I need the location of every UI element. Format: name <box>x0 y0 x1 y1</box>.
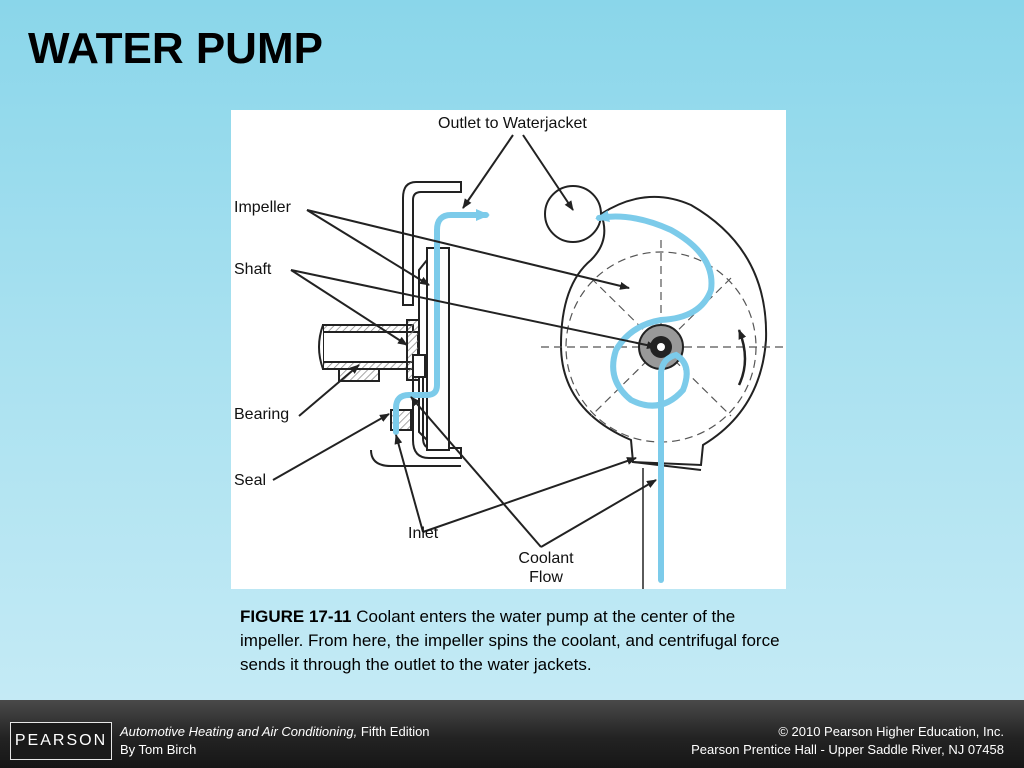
shaft-assembly <box>318 319 426 431</box>
publisher-text: Pearson Prentice Hall - Upper Saddle Riv… <box>691 742 1004 757</box>
bearing-label: Bearing <box>234 406 290 423</box>
coolant-flow-label-line1: Coolant <box>518 550 574 567</box>
seal-label: Seal <box>234 472 267 489</box>
caption-text: Coolant enters the water pump at the cen… <box>240 607 780 674</box>
inlet-label: Inlet <box>408 525 439 542</box>
copyright-text: © 2010 Pearson Higher Education, Inc. <box>778 724 1004 739</box>
shaft-label: Shaft <box>234 261 272 278</box>
footer-bar: PEARSON Automotive Heating and Air Condi… <box>0 700 1024 768</box>
slide-title: WATER PUMP <box>28 24 323 73</box>
footer-book-info: Automotive Heating and Air Conditioning,… <box>120 723 430 759</box>
pearson-logo: PEARSON <box>10 722 112 760</box>
callout-pointers <box>272 134 657 548</box>
footer-title-line: Automotive Heating and Air Conditioning,… <box>120 723 430 741</box>
impeller-label: Impeller <box>234 199 291 216</box>
outlet-label: Outlet to Waterjacket <box>438 115 587 132</box>
side-coolant-flow <box>393 209 490 435</box>
water-pump-diagram <box>272 134 786 589</box>
book-author: By Tom Birch <box>120 742 197 757</box>
coolant-flow-label-line2: Flow <box>529 569 563 586</box>
footer-publisher-info: © 2010 Pearson Higher Education, Inc. Pe… <box>691 723 1004 759</box>
book-edition: Fifth Edition <box>357 724 430 739</box>
figure-number: FIGURE 17-11 <box>240 607 352 626</box>
book-title: Automotive Heating and Air Conditioning, <box>120 724 358 739</box>
figure-caption: FIGURE 17-11 Coolant enters the water pu… <box>240 605 785 677</box>
coolant-flow-label: Coolant Flow <box>511 549 581 587</box>
water-pump-figure: Outlet to Waterjacket Impeller Shaft Bea… <box>231 110 786 589</box>
front-coolant-flow <box>595 210 715 583</box>
pump-housing-front-view <box>544 185 768 589</box>
rotation-arrow <box>737 329 747 386</box>
